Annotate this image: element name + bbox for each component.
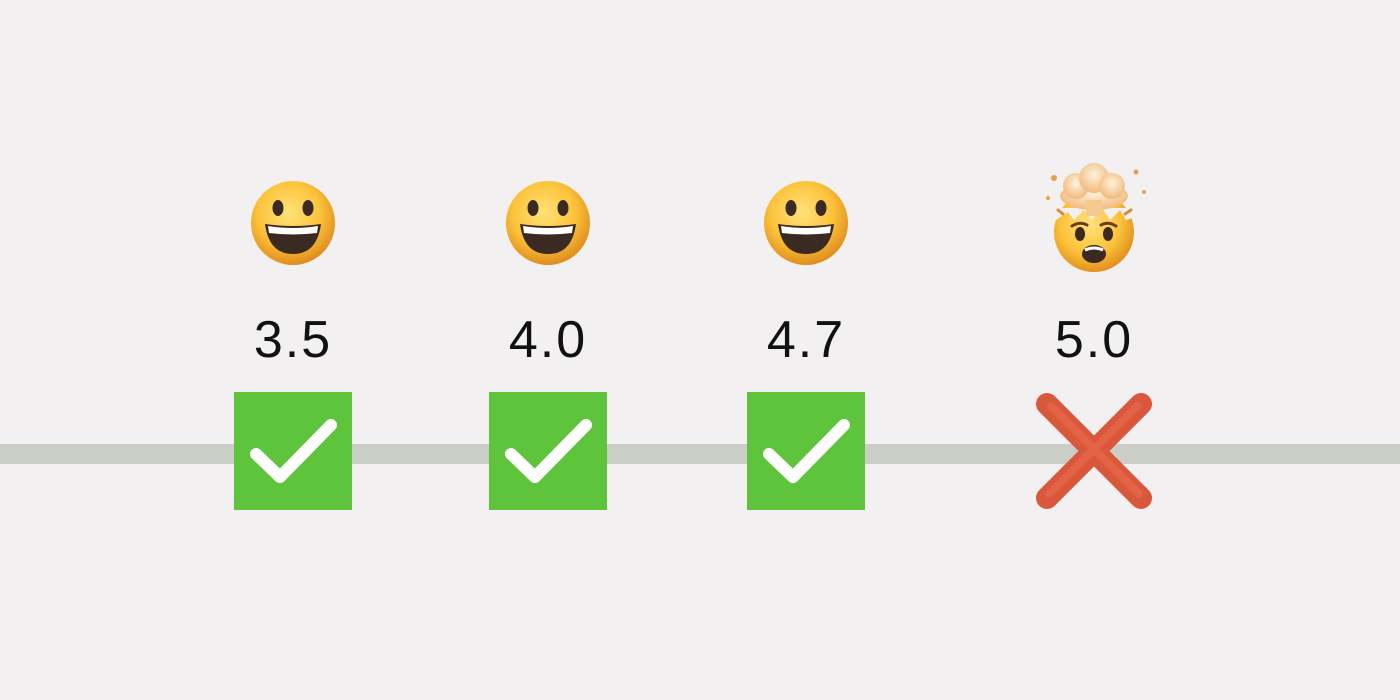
grinning-face-icon: [213, 150, 373, 280]
cross-icon: [1035, 392, 1153, 510]
exploding-head-icon: [1014, 150, 1174, 280]
check-icon: [234, 392, 352, 510]
version-label: 5.0: [1054, 311, 1134, 369]
check-icon: [747, 392, 865, 510]
check-icon: [489, 392, 607, 510]
version-label: 3.5: [253, 311, 333, 369]
timeline-line: [0, 444, 1400, 464]
milestone-item: 5.0: [1014, 0, 1174, 700]
milestone-item: 4.0: [468, 0, 628, 700]
grinning-face-icon: [468, 150, 628, 280]
grinning-face-icon: [726, 150, 886, 280]
version-label: 4.0: [508, 311, 588, 369]
milestone-item: 4.7: [726, 0, 886, 700]
version-label: 4.7: [766, 311, 846, 369]
milestone-item: 3.5: [213, 0, 373, 700]
